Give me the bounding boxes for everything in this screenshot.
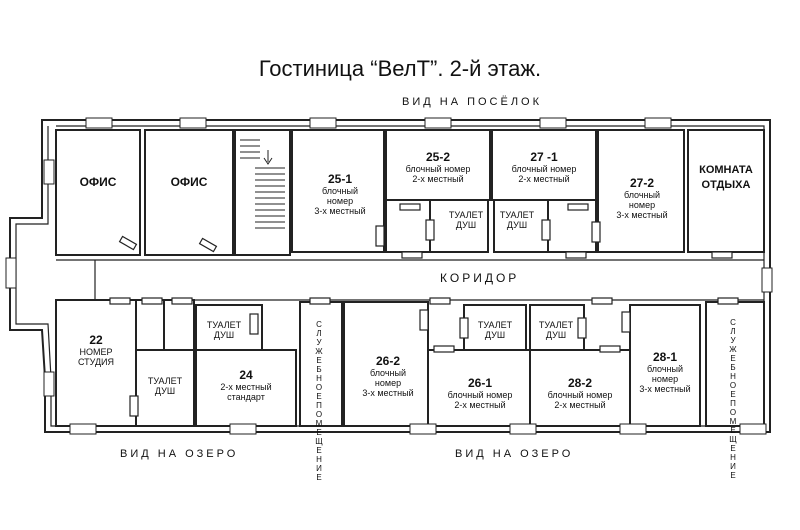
- room-25-2-number: 25-2: [425, 150, 451, 164]
- corridor-label: КОРИДОР: [440, 271, 520, 285]
- office2-wall: [144, 129, 234, 256]
- wc-22-line1: ТУАЛЕТ: [147, 376, 183, 386]
- room-24-number: 24: [239, 368, 253, 382]
- room-27-1: 27 -1 блочный номер 2-х местный: [494, 150, 594, 184]
- wc-24-line1: ТУАЛЕТ: [206, 320, 242, 330]
- room-25-1-number: 25-1: [327, 172, 353, 186]
- wc-26-line1: ТУАЛЕТ: [477, 320, 513, 330]
- room-25-1-desc1: блочный: [321, 186, 359, 196]
- wc-top2: ТУАЛЕТ ДУШ: [498, 210, 536, 230]
- wc-22: ТУАЛЕТ ДУШ: [142, 376, 188, 396]
- room-24-desc1: 2-х местный: [220, 382, 272, 392]
- office2-label: ОФИС: [170, 175, 208, 189]
- room-28-1-desc3: 3-х местный: [639, 384, 691, 394]
- wc-top2-line2: ДУШ: [506, 220, 528, 230]
- room-26-2-desc2: номер: [374, 378, 402, 388]
- room-26-2-number: 26-2: [375, 354, 401, 368]
- room-27-2-desc1: блочный: [623, 190, 661, 200]
- wc-28-line1: ТУАЛЕТ: [538, 320, 574, 330]
- room-27-2-wall: [597, 129, 685, 253]
- room-25-1: 25-1 блочный номер 3-х местный: [300, 172, 380, 216]
- room-25-2-desc2: 2-х местный: [412, 174, 464, 184]
- plan-title: Гостиница “ВелТ”. 2-й этаж.: [258, 56, 542, 81]
- room-26-1-desc2: 2-х местный: [454, 400, 506, 410]
- room-28-1-number: 28-1: [652, 350, 678, 364]
- room-28-1-wall: [629, 304, 701, 427]
- outer-wall: [9, 119, 771, 433]
- room-28-2-desc1: блочный номер: [547, 390, 613, 400]
- room-28-1-desc2: номер: [651, 374, 679, 384]
- room-27-2-desc3: 3-х местный: [616, 210, 668, 220]
- box-b: [163, 299, 195, 351]
- wc-top1-line2: ДУШ: [455, 220, 477, 230]
- room-24: 24 2-х местный стандарт: [198, 368, 294, 402]
- room-22-desc2: СТУДИЯ: [77, 357, 115, 367]
- room-22: 22 НОМЕР СТУДИЯ: [72, 333, 120, 367]
- wc-26-line2: ДУШ: [484, 330, 506, 340]
- wc-26: ТУАЛЕТ ДУШ: [472, 320, 518, 340]
- wc-top1: ТУАЛЕТ ДУШ: [446, 210, 486, 230]
- wc-top2-line1: ТУАЛЕТ: [499, 210, 535, 220]
- room-26-1: 26-1 блочный номер 2-х местный: [430, 376, 530, 410]
- room-25-2: 25-2 блочный номер 2-х местный: [388, 150, 488, 184]
- room-25-1-wall: [291, 129, 385, 253]
- rest-room-line2: ОТДЫХА: [701, 179, 751, 191]
- view-bottom-left-label: ВИД НА ОЗЕРО: [120, 448, 239, 460]
- stair-wall: [234, 129, 291, 256]
- room-28-2-number: 28-2: [567, 376, 593, 390]
- wc-24-line2: ДУШ: [213, 330, 235, 340]
- view-bottom-right-label: ВИД НА ОЗЕРО: [455, 448, 574, 460]
- room-28-1-desc1: блочный: [646, 364, 684, 374]
- room-27-2-number: 27-2: [629, 176, 655, 190]
- room-27-2-desc2: номер: [628, 200, 656, 210]
- room-22-number: 22: [89, 333, 103, 347]
- wc-28: ТУАЛЕТ ДУШ: [534, 320, 578, 340]
- room-27-1-number: 27 -1: [530, 150, 558, 164]
- room-28-1: 28-1 блочный номер 3-х местный: [630, 350, 700, 394]
- room-28-2-desc2: 2-х местный: [554, 400, 606, 410]
- service2-label: СЛУЖЕБНОЕ ПОМЕЩЕНИЕ: [729, 318, 737, 480]
- view-top-label: ВИД НА ПОСЁЛОК: [402, 96, 543, 108]
- rest-room-line1: КОМНАТА: [699, 164, 753, 176]
- rest-room-label: КОМНАТА ОТДЫХА: [688, 163, 764, 193]
- room-25-1-desc3: 3-х местный: [314, 206, 366, 216]
- room-27-1-desc1: блочный номер: [511, 164, 577, 174]
- room-26-1-desc1: блочный номер: [447, 390, 513, 400]
- wc-24: ТУАЛЕТ ДУШ: [202, 320, 246, 340]
- room-24-desc2: стандарт: [227, 392, 265, 402]
- room-28-2: 28-2 блочный номер 2-х местный: [532, 376, 628, 410]
- room-25-2-desc1: блочный номер: [405, 164, 471, 174]
- box-a: [135, 299, 165, 351]
- room-26-2-desc1: блочный: [369, 368, 407, 378]
- room-22-desc1: НОМЕР: [79, 347, 113, 357]
- room-27-1-desc2: 2-х местный: [518, 174, 570, 184]
- room-26-2: 26-2 блочный номер 3-х местный: [350, 354, 426, 398]
- wc-top1-line1: ТУАЛЕТ: [448, 210, 484, 220]
- room-26-2-desc3: 3-х местный: [362, 388, 414, 398]
- room-25-1-desc2: номер: [326, 196, 354, 206]
- wc-22-line2: ДУШ: [154, 386, 176, 396]
- room-26-1-number: 26-1: [467, 376, 493, 390]
- service1-label: СЛУЖЕБНОЕ ПОМЕЩЕНИЕ: [315, 320, 323, 482]
- wc-28-line2: ДУШ: [545, 330, 567, 340]
- office1-label: ОФИС: [79, 175, 117, 189]
- room-27-2: 27-2 блочный номер 3-х местный: [602, 176, 682, 220]
- office1-wall: [55, 129, 141, 256]
